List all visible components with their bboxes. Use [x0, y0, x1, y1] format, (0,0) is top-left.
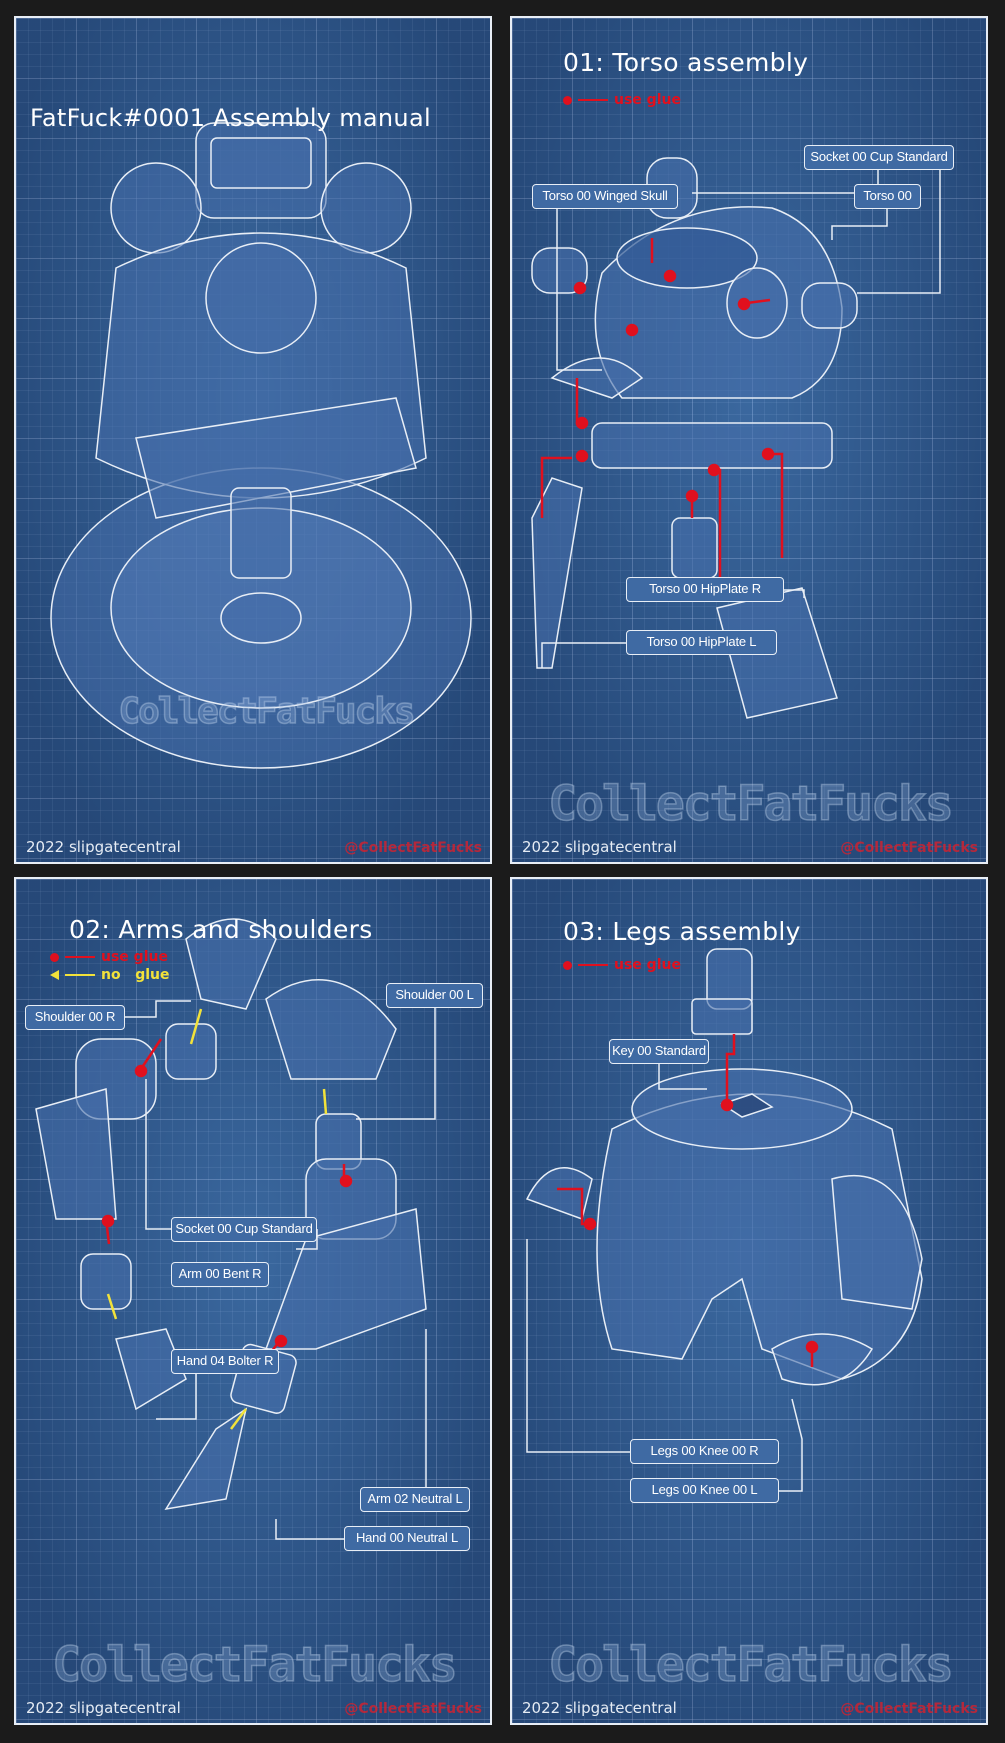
legend-no-glue: no glue: [50, 967, 170, 983]
footer-credit: 2022 slipgatecentral: [522, 838, 677, 856]
part-label: Key 00 Standard: [609, 1039, 709, 1064]
glue-dot-icon: [50, 952, 59, 962]
miniature-illustration: [50, 122, 472, 769]
legend-text: use glue: [614, 92, 681, 108]
social-handle[interactable]: @CollectFatFucks: [840, 1701, 978, 1717]
legend-text: use glue: [614, 957, 681, 973]
part-label: Hand 04 Bolter R: [171, 1349, 279, 1374]
footer-credit: 2022 slipgatecentral: [26, 838, 181, 856]
glue-line-icon: [578, 99, 608, 101]
part-label: Torso 00 Winged Skull: [532, 184, 678, 209]
part-label: Shoulder 00 R: [25, 1005, 125, 1030]
part-label: Hand 00 Neutral L: [344, 1526, 470, 1551]
part-label: Arm 00 Bent R: [171, 1262, 269, 1287]
part-label: Shoulder 00 L: [386, 983, 483, 1008]
manual-title: FatFuck#0001 Assembly manual: [30, 104, 431, 132]
legend-use-glue: use glue: [563, 92, 681, 108]
brand-logo: CollectFatFucks: [548, 775, 955, 833]
legend-use-glue: use glue: [563, 957, 681, 973]
part-label: Socket 00 Cup Standard: [171, 1217, 317, 1242]
footer-credit: 2022 slipgatecentral: [522, 1699, 677, 1717]
legs-assembly-panel: 03: Legs assembly use glue Key 00 Standa…: [510, 877, 988, 1725]
part-label: Legs 00 Knee 00 L: [630, 1478, 779, 1503]
legend-text: no glue: [101, 967, 170, 983]
brand-logo: CollectFatFucks: [52, 1636, 459, 1694]
part-label: Arm 02 Neutral L: [360, 1487, 470, 1512]
part-label: Socket 00 Cup Standard: [804, 145, 954, 170]
step-title: 03: Legs assembly: [563, 917, 801, 946]
legs-diagram: [525, 948, 923, 1492]
brand-logo: CollectFatFucks: [548, 1636, 955, 1694]
footer-credit: 2022 slipgatecentral: [26, 1699, 181, 1717]
step-title: 02: Arms and shoulders: [69, 915, 373, 944]
part-label: Legs 00 Knee 00 R: [630, 1439, 779, 1464]
legend-text: use glue: [101, 949, 168, 965]
social-handle[interactable]: @CollectFatFucks: [344, 840, 482, 856]
glue-dot-icon: [563, 960, 572, 970]
cover-panel: FatFuck#0001 Assembly manual CollectFatF…: [14, 16, 492, 864]
part-label: Torso 00: [854, 184, 921, 209]
no-glue-line-icon: [65, 974, 95, 976]
arrow-left-icon: [50, 970, 59, 980]
step-title: 01: Torso assembly: [563, 48, 809, 77]
part-label: Torso 00 HipPlate R: [626, 577, 784, 602]
legend-use-glue: use glue: [50, 949, 168, 965]
glue-line-icon: [578, 964, 608, 966]
social-handle[interactable]: @CollectFatFucks: [344, 1701, 482, 1717]
social-handle[interactable]: @CollectFatFucks: [840, 840, 978, 856]
torso-assembly-panel: 01: Torso assembly use glue Socket 00 Cu…: [510, 16, 988, 864]
glue-line-icon: [65, 956, 95, 958]
part-label: Torso 00 HipPlate L: [626, 630, 777, 655]
brand-logo: CollectFatFucks: [118, 690, 417, 733]
arms-shoulders-panel: 02: Arms and shoulders use glue no glue …: [14, 877, 492, 1725]
glue-dot-icon: [563, 95, 572, 105]
